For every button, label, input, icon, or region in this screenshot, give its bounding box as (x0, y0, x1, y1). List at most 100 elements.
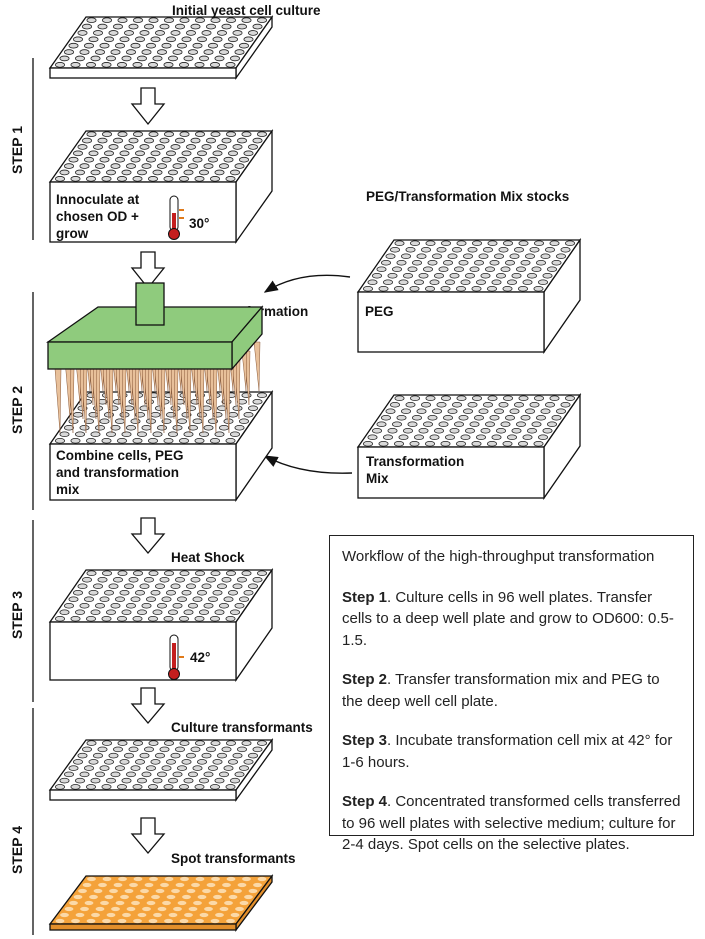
well (538, 279, 549, 286)
well (86, 740, 97, 746)
well (198, 431, 209, 438)
well (75, 55, 86, 62)
well (88, 759, 99, 765)
well (241, 570, 252, 577)
well (196, 36, 207, 43)
well (243, 36, 254, 43)
well (108, 583, 119, 590)
well (218, 163, 229, 169)
down-arrow-3 (130, 517, 166, 555)
description-step-2: Step 2. Transfer transformation mix and … (342, 669, 681, 712)
well (195, 918, 204, 924)
step-1-label: STEP 1 (9, 126, 25, 174)
well (502, 285, 513, 292)
well (139, 583, 150, 590)
well (453, 266, 464, 273)
well (124, 752, 135, 759)
well (456, 240, 467, 247)
well (150, 759, 161, 765)
well (471, 395, 482, 402)
well (167, 777, 178, 784)
well (549, 240, 560, 247)
well (179, 740, 190, 746)
well (469, 266, 480, 273)
well (376, 421, 387, 428)
well (82, 137, 93, 144)
well (498, 401, 509, 408)
well (86, 570, 97, 577)
well (150, 589, 161, 596)
well (234, 424, 245, 431)
well (221, 746, 232, 753)
well (113, 23, 124, 30)
well (427, 414, 438, 421)
well (154, 30, 165, 36)
well (80, 906, 89, 912)
well (110, 163, 121, 169)
well (145, 42, 156, 49)
well (411, 414, 422, 421)
well (185, 30, 196, 36)
well (447, 408, 458, 415)
thermometer-42-icon (168, 634, 184, 680)
well (173, 906, 182, 912)
well (161, 156, 172, 163)
well (102, 570, 113, 577)
well (209, 176, 220, 182)
well (174, 746, 185, 753)
well (235, 906, 244, 912)
well (409, 395, 420, 402)
well (239, 900, 249, 906)
well (90, 431, 101, 438)
well (411, 259, 422, 266)
well (525, 253, 536, 260)
well (84, 596, 95, 603)
well (156, 424, 167, 431)
well (536, 414, 547, 421)
well (201, 144, 212, 150)
well (69, 900, 78, 906)
well (234, 602, 245, 609)
well (132, 17, 143, 23)
well (238, 596, 249, 603)
well (478, 408, 489, 415)
well (405, 401, 416, 408)
well (141, 163, 152, 169)
well (73, 759, 84, 765)
well (132, 615, 143, 622)
well (247, 30, 258, 36)
well (152, 55, 163, 62)
well (232, 752, 243, 759)
well (154, 144, 165, 150)
well (68, 596, 79, 603)
well (462, 253, 473, 260)
well (389, 246, 400, 253)
well (124, 888, 134, 894)
well (185, 752, 196, 759)
well (424, 285, 435, 292)
well (467, 246, 478, 253)
down-arrow-2 (130, 251, 166, 290)
well (224, 900, 233, 906)
well (124, 30, 135, 36)
well (165, 36, 176, 43)
multichannel-pipettor-icon (45, 282, 264, 371)
peg-stocks-label: PEG/Transformation Mix stocks (366, 189, 569, 204)
well (551, 414, 562, 421)
well (141, 49, 152, 55)
well (527, 427, 538, 434)
well (187, 49, 198, 55)
well (444, 279, 455, 286)
well (194, 17, 205, 23)
well (243, 150, 254, 157)
well (141, 424, 152, 431)
well (371, 272, 382, 279)
innoculate-line-2: chosen OD + (56, 209, 139, 224)
well (449, 427, 460, 434)
well (525, 408, 536, 415)
well (244, 894, 253, 900)
well (64, 771, 75, 778)
well (396, 259, 407, 266)
well (236, 137, 247, 144)
well (440, 240, 451, 247)
